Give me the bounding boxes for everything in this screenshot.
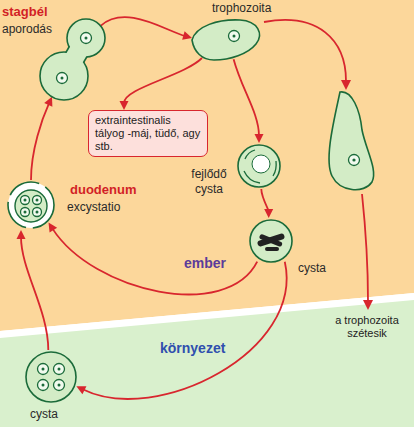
arrowhead <box>76 386 86 394</box>
stage-label: cysta <box>30 407 58 422</box>
stage-label: fejlődő cysta <box>186 167 232 197</box>
connector-line <box>101 17 186 36</box>
arrowhead <box>182 31 192 40</box>
stage-label: duodenum <box>70 182 136 197</box>
connector-line <box>124 58 202 103</box>
environment-region <box>0 300 414 427</box>
region-label: környezet <box>160 341 225 356</box>
cycle-arrow <box>101 17 192 40</box>
arrowhead <box>363 300 373 310</box>
arrowhead <box>255 134 264 143</box>
stage-label: cysta <box>298 261 326 276</box>
abscess-box: extraintestinalis tályog -máj, tüdő, agy… <box>88 110 208 157</box>
arrowhead <box>44 97 52 107</box>
cycle-arrow <box>17 230 49 350</box>
stage-label: stagbél <box>2 4 48 19</box>
box-text: extraintestinalis tályog -máj, tüdő, agy… <box>95 114 201 153</box>
arrowhead <box>17 230 26 239</box>
cycle-arrow <box>76 262 286 399</box>
connector-line <box>52 228 257 294</box>
cycle-arrow <box>264 20 346 81</box>
arrowhead <box>120 101 129 110</box>
connector-line <box>83 262 287 399</box>
cycle-arrow <box>120 58 202 110</box>
stage-label: excystatio <box>67 200 120 215</box>
arrowhead <box>341 80 351 90</box>
nucleus <box>349 155 360 166</box>
cell-outline <box>236 143 282 189</box>
environment-cyst: cysta <box>24 350 78 404</box>
note-label: a trophozoita szétesik <box>324 314 410 340</box>
connector-line <box>21 237 48 350</box>
connector-line <box>31 103 49 180</box>
cycle-arrow <box>261 189 273 218</box>
region-label: ember <box>184 256 226 271</box>
cycle-arrow <box>49 223 258 295</box>
cell-outline <box>24 350 78 404</box>
dividing-trophozoite: stagbélaporodás <box>32 18 112 102</box>
arrowhead <box>264 209 273 218</box>
human-region <box>0 0 414 331</box>
cell-outline <box>188 16 264 64</box>
nucleus-dot <box>352 158 355 161</box>
trophozoite: trophozoita <box>188 16 264 64</box>
stage-label: aporodás <box>2 22 52 37</box>
cell-outline <box>248 218 294 264</box>
cycle-arrow <box>362 194 368 301</box>
developing-cyst: fejlődő cysta <box>236 143 282 189</box>
trophozoite-cell <box>329 92 374 190</box>
arrowhead <box>49 223 58 233</box>
cycle-arrow <box>31 97 52 180</box>
stage-label: trophozoita <box>212 1 271 16</box>
excysting-cyst: duodenumexcystatio <box>6 180 56 230</box>
mature-cyst: cysta <box>248 218 294 264</box>
cycle-arrow <box>234 59 264 143</box>
connector-line <box>234 59 259 136</box>
cell-outline <box>6 180 56 230</box>
connector-line <box>261 189 268 211</box>
